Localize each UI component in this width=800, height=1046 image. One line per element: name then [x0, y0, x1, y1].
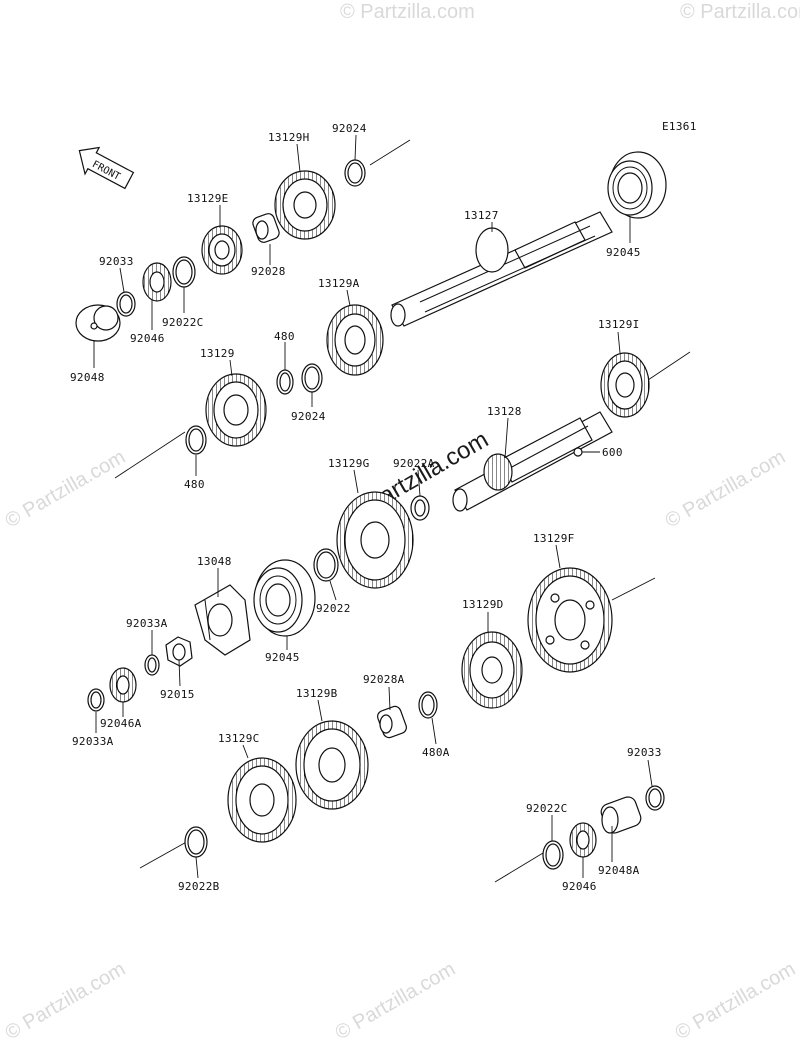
gear-13129h — [274, 170, 336, 240]
gear-13129b — [295, 720, 369, 810]
part-label[interactable]: 13127 — [464, 209, 499, 222]
part-label[interactable]: 92022B — [178, 880, 220, 893]
cap-92048 — [75, 304, 121, 342]
part-label[interactable]: 92048 — [70, 371, 105, 384]
gear-13129f — [527, 567, 613, 673]
watermark: © Partzilla.com — [340, 1, 475, 23]
gear-13129c — [227, 757, 297, 843]
ring-92022 — [313, 548, 339, 582]
bearing-92045-upper — [607, 151, 667, 219]
part-label[interactable]: 13129B — [296, 687, 338, 700]
part-label[interactable]: 92046 — [130, 332, 165, 345]
shaft-13128 — [452, 411, 613, 512]
watermark: © Partzilla.com — [672, 958, 800, 1044]
ring-92024-mid — [301, 363, 323, 393]
gear-13129i — [600, 352, 650, 418]
part-label[interactable]: 92028A — [363, 673, 405, 686]
part-label[interactable]: 480 — [184, 478, 205, 491]
ring-92022c-upper — [172, 256, 196, 288]
gear-13129e — [201, 225, 243, 275]
cap-92048a — [600, 796, 642, 834]
part-label[interactable]: 92015 — [160, 688, 195, 701]
part-label[interactable]: 92028 — [251, 265, 286, 278]
diagram-code: E1361 — [662, 120, 697, 133]
part-label[interactable]: 92033A — [126, 617, 168, 630]
shaft-13127 — [390, 211, 613, 327]
part-label[interactable]: 92046 — [562, 880, 597, 893]
part-label[interactable]: 92022C — [526, 802, 568, 815]
part-label[interactable]: 13129F — [533, 532, 575, 545]
bearing-92045-lower — [253, 559, 316, 637]
clip-480a — [418, 691, 438, 719]
part-label[interactable]: 92022C — [162, 316, 204, 329]
part-label[interactable]: 92033 — [99, 255, 134, 268]
part-label[interactable]: 92033A — [72, 735, 114, 748]
leader-lines — [93, 134, 653, 879]
needle-bearing-92046-upper — [142, 262, 172, 302]
part-label[interactable]: 13129E — [187, 192, 229, 205]
sprocket-13048 — [194, 584, 251, 656]
watermark: © Partzilla.com — [2, 446, 130, 532]
needle-bearing-92046a — [109, 667, 137, 703]
part-label[interactable]: 13129I — [598, 318, 640, 331]
part-label[interactable]: 92045 — [606, 246, 641, 259]
bushing-92028 — [252, 213, 280, 243]
oring-600 — [573, 447, 583, 457]
gear-13129g — [336, 491, 414, 589]
watermark: © Partzilla.com — [332, 958, 460, 1044]
part-label[interactable]: 13129G — [328, 457, 370, 470]
clip-92033-lower — [645, 785, 665, 811]
ring-92022a — [410, 495, 430, 521]
gear-13129d — [461, 631, 523, 709]
watermark: © Partzilla.com — [2, 958, 130, 1044]
part-label[interactable]: 13048 — [197, 555, 232, 568]
part-label[interactable]: 480A — [422, 746, 450, 759]
part-label[interactable]: 92033 — [627, 746, 662, 759]
part-labels: 13129H 92024 13129E 92028 13127 92045 92… — [70, 122, 662, 893]
watermark: © Partzilla.com — [680, 1, 800, 23]
front-arrow-icon: FRONT — [78, 146, 135, 190]
clip-480-lower — [185, 425, 207, 455]
ring-92024-upper — [344, 159, 366, 187]
part-label[interactable]: 92022 — [316, 602, 351, 615]
clip-92033-upper — [116, 291, 136, 317]
bushing-92028a — [377, 705, 407, 739]
part-label[interactable]: 600 — [602, 446, 623, 459]
axis-lines — [114, 139, 691, 883]
watermark: © Partzilla.com — [662, 446, 790, 532]
part-label[interactable]: 92024 — [332, 122, 367, 135]
clip-92033a-upper — [144, 654, 160, 676]
part-label[interactable]: 92022A — [393, 457, 435, 470]
part-label[interactable]: 92024 — [291, 410, 326, 423]
nut-92015 — [165, 636, 193, 667]
part-label[interactable]: 13129C — [218, 732, 260, 745]
part-label[interactable]: 13129A — [318, 277, 360, 290]
clip-480-mid — [276, 369, 294, 395]
gear-13129 — [205, 373, 267, 447]
part-label[interactable]: 13129 — [200, 347, 235, 360]
part-label[interactable]: 13129H — [268, 131, 310, 144]
part-label[interactable]: 480 — [274, 330, 295, 343]
part-label[interactable]: 13129D — [462, 598, 504, 611]
part-label[interactable]: 92048A — [598, 864, 640, 877]
ring-92022b — [184, 826, 208, 858]
part-label[interactable]: 92045 — [265, 651, 300, 664]
ring-92022c-lower — [542, 840, 564, 870]
part-label[interactable]: 92046A — [100, 717, 142, 730]
gear-13129a — [326, 304, 384, 376]
clip-92033a-lower — [87, 688, 105, 712]
needle-bearing-92046-lower — [569, 822, 597, 858]
part-label[interactable]: 13128 — [487, 405, 522, 418]
